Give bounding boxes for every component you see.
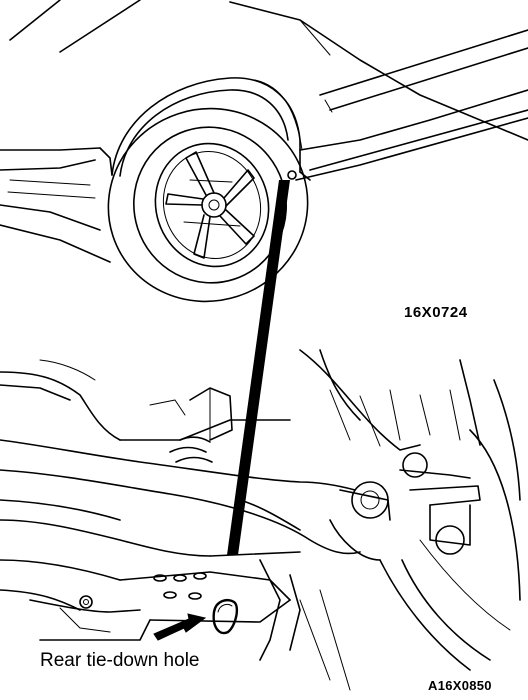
rear-tie-down-hole xyxy=(212,598,239,635)
car-body-side-view xyxy=(0,0,528,263)
rear-wheel xyxy=(107,107,309,303)
callout-label: Rear tie-down hole xyxy=(40,650,200,671)
figure-code-bottom: A16X0850 xyxy=(428,678,492,693)
arrow-icon xyxy=(153,613,207,641)
leader-line xyxy=(227,180,290,555)
figure-code-top: 16X0724 xyxy=(404,304,468,321)
underbody-view xyxy=(0,349,521,691)
